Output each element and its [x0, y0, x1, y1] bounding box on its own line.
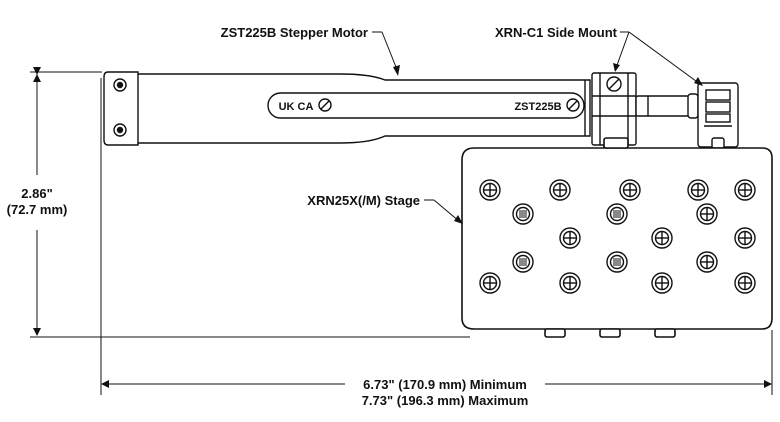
motor-callout-label: ZST225B Stepper Motor [221, 25, 368, 40]
mount-block-rib-3 [705, 113, 731, 123]
stage-callout-arrow [454, 215, 463, 224]
mount-callout-label: XRN-C1 Side Mount [495, 25, 618, 40]
stage-hole-icon [512, 203, 534, 225]
stage-hole-icon [559, 272, 581, 294]
stage-hole-icon [606, 251, 628, 273]
motor-panel-screw-left-icon [318, 98, 332, 112]
stage-hole-icon [606, 203, 628, 225]
height-inch-label: 2.86" [21, 186, 52, 201]
side-mount-clamp [591, 72, 699, 152]
stage-top-plate [461, 147, 773, 330]
mount-callout-arrow-2 [694, 77, 703, 86]
width-max-label: 7.73" (196.3 mm) Maximum [362, 393, 529, 408]
stage-foot-2 [599, 328, 621, 338]
motor-callout-leader [372, 31, 399, 73]
stage-hole-icon [549, 179, 571, 201]
stage-hole-icon [479, 179, 501, 201]
actuator-tip-end [687, 93, 699, 119]
dimension-width [100, 78, 773, 395]
stepper-motor [103, 71, 591, 146]
stage-hole-icon [734, 227, 756, 249]
stage-hole-icon [479, 272, 501, 294]
stage-callout-leader [424, 199, 461, 223]
stage-callout-label: XRN25X(/M) Stage [307, 193, 420, 208]
width-min-label: 6.73" (170.9 mm) Minimum [363, 377, 527, 392]
mount-block-pin [711, 137, 725, 149]
stage-top-bracket [603, 137, 629, 149]
stage-hole-icon [559, 227, 581, 249]
stage-holes [479, 179, 756, 294]
motor-label-panel [267, 92, 585, 119]
stage-hole-icon [734, 272, 756, 294]
motor-marking: ZST225B [514, 101, 561, 113]
side-mount-block [697, 82, 739, 149]
motor-callout-arrow [393, 65, 400, 76]
stage-hole-icon [619, 179, 641, 201]
stage-foot-3 [654, 328, 676, 338]
stage-hole-icon [734, 179, 756, 201]
stage-hole-icon [696, 251, 718, 273]
stage-hole-icon [512, 251, 534, 273]
height-mm-label: (72.7 mm) [7, 202, 68, 217]
dimension-height [30, 67, 470, 338]
linear-stage [461, 137, 773, 338]
mount-block-rib-2 [705, 101, 731, 113]
uk-mark: UK CA [279, 101, 314, 113]
mount-block-rib-1 [705, 89, 731, 101]
stage-hole-icon [651, 227, 673, 249]
motor-panel-screw-right-icon [566, 98, 580, 112]
actuator-tip [635, 95, 693, 117]
endcap-screw-bottom-center [116, 126, 124, 134]
clamp-screw-slot [608, 78, 620, 90]
mount-callout-arrow-1 [613, 63, 620, 72]
stage-foot-1 [544, 328, 566, 338]
mount-callout-leader [615, 31, 701, 85]
width-arrowhead-left [101, 380, 109, 388]
height-arrowhead-top [33, 74, 41, 82]
stage-hole-icon [696, 203, 718, 225]
stage-hole-icon [651, 272, 673, 294]
width-arrowhead-right [764, 380, 772, 388]
stage-hole-icon [687, 179, 709, 201]
endcap-screw-top-center [116, 81, 124, 89]
